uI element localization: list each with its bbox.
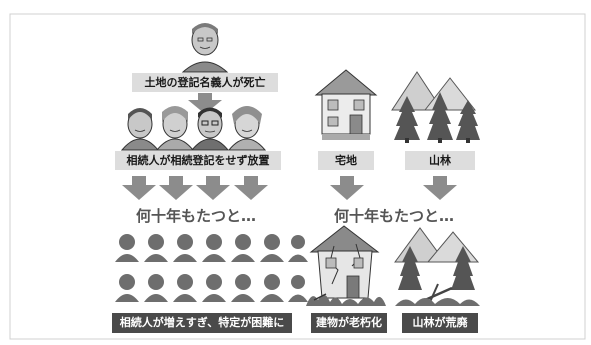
forest-icon [391,71,480,143]
frame [9,13,586,340]
forest-label: 山林 [429,154,451,167]
house-result-box [311,313,387,333]
arrow-down-icon [196,176,230,200]
house-icon [314,69,378,140]
owner-label: 土地の登記名義人が死亡 [144,76,266,89]
ruined-forest-icon [394,227,480,306]
arrow-down-icon [234,176,268,200]
forest-result-label: 山林が荒廃 [412,316,468,329]
heirs-label: 相続人が相続登記をせず放置 [126,154,270,167]
heir-icon-1 [120,108,160,151]
owner-label-box [132,73,278,92]
heir-icon-4 [227,106,267,151]
house-label-box [318,151,374,170]
many-heirs-silhouettes-icon [115,234,308,302]
forest-result-box [402,313,478,333]
left-result-box [112,313,292,333]
ruined-house-icon [306,225,386,306]
arrow-down-icon [188,93,222,114]
arrow-down-icon [423,176,457,200]
arrow-down-icon [330,176,364,200]
deceased-owner-icon [181,23,229,73]
arrow-down-icon [122,176,156,200]
left-time-heading: 何十年もたつと… [136,207,257,225]
right-time-heading: 何十年もたつと… [334,207,455,225]
heir-icon-3 [190,107,230,151]
arrow-down-icon [159,176,193,200]
house-label: 宅地 [335,154,357,167]
forest-label-box [405,151,475,170]
left-result-label: 相続人が増えすぎ、特定が困難に [119,316,285,329]
heirs-label-box [115,151,281,170]
house-result-label: 建物が老朽化 [316,316,382,329]
